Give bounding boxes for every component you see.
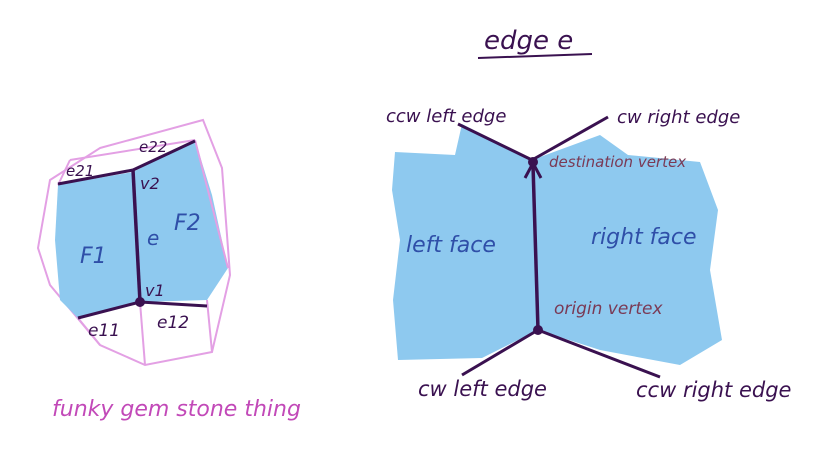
label-ccw-right-edge: ccw right edge: [636, 378, 791, 402]
gem-label-e21: e21: [66, 162, 94, 180]
gem-edge-e: [131, 169, 142, 303]
label-cw-left-edge: cw left edge: [418, 377, 547, 401]
edge-e-line: [531, 164, 540, 331]
gem-edge-e11: [77, 300, 141, 320]
gem-edge-top: [69, 139, 196, 161]
gem-vertex-v1: [135, 297, 145, 307]
edge-diagram: edge e ccw left edge cw right edge desti…: [386, 26, 791, 402]
gem-face-f1: [55, 172, 140, 318]
cw-left-edge-line: [461, 328, 539, 377]
gem-edge-e11-line: [77, 317, 101, 346]
gem-edge-e21: [57, 168, 134, 186]
label-origin-vertex: origin vertex: [554, 299, 663, 319]
label-ccw-left-edge: ccw left edge: [386, 106, 506, 127]
gem-caption: funky gem stone thing: [52, 397, 301, 422]
gem-label-v1: v1: [145, 281, 165, 300]
cw-right-edge-line: [531, 115, 609, 162]
left-face-region: [392, 124, 538, 360]
ccw-right-edge-line: [537, 328, 661, 379]
gem-label-f2: F2: [174, 211, 201, 236]
gem-edge-bottom-inner: [139, 301, 146, 366]
label-left-face: left face: [406, 233, 496, 258]
edge-title: edge e: [484, 26, 573, 56]
gem-edge-e12-line: [206, 299, 213, 353]
gem-label-e22: e22: [139, 138, 167, 156]
gem-label-v2: v2: [140, 174, 160, 193]
origin-vertex-dot: [533, 325, 543, 335]
gem-face-f2: [133, 140, 228, 302]
ccw-left-edge-line: [457, 122, 533, 162]
gem-label-e: e: [147, 226, 159, 250]
label-right-face: right face: [591, 225, 697, 250]
gem-label-f1: F1: [80, 244, 107, 269]
gem-label-e12: e12: [157, 313, 189, 333]
gem-label-e11: e11: [88, 321, 120, 341]
destination-vertex-dot: [528, 157, 538, 167]
gem-edge-e12: [139, 300, 208, 308]
right-face-region: [532, 135, 722, 365]
gem-edge-f2-right: [194, 139, 229, 269]
gem-edge-e22: [132, 139, 196, 172]
label-cw-right-edge: cw right edge: [617, 107, 740, 128]
gem-diagram: e21 e22 v2 F1 e F2 v1 e11 e12 funky gem …: [36, 118, 301, 422]
label-destination-vertex: destination vertex: [549, 153, 686, 171]
gem-edge-e21-line: [57, 159, 71, 186]
edge-title-underline: [477, 53, 593, 59]
